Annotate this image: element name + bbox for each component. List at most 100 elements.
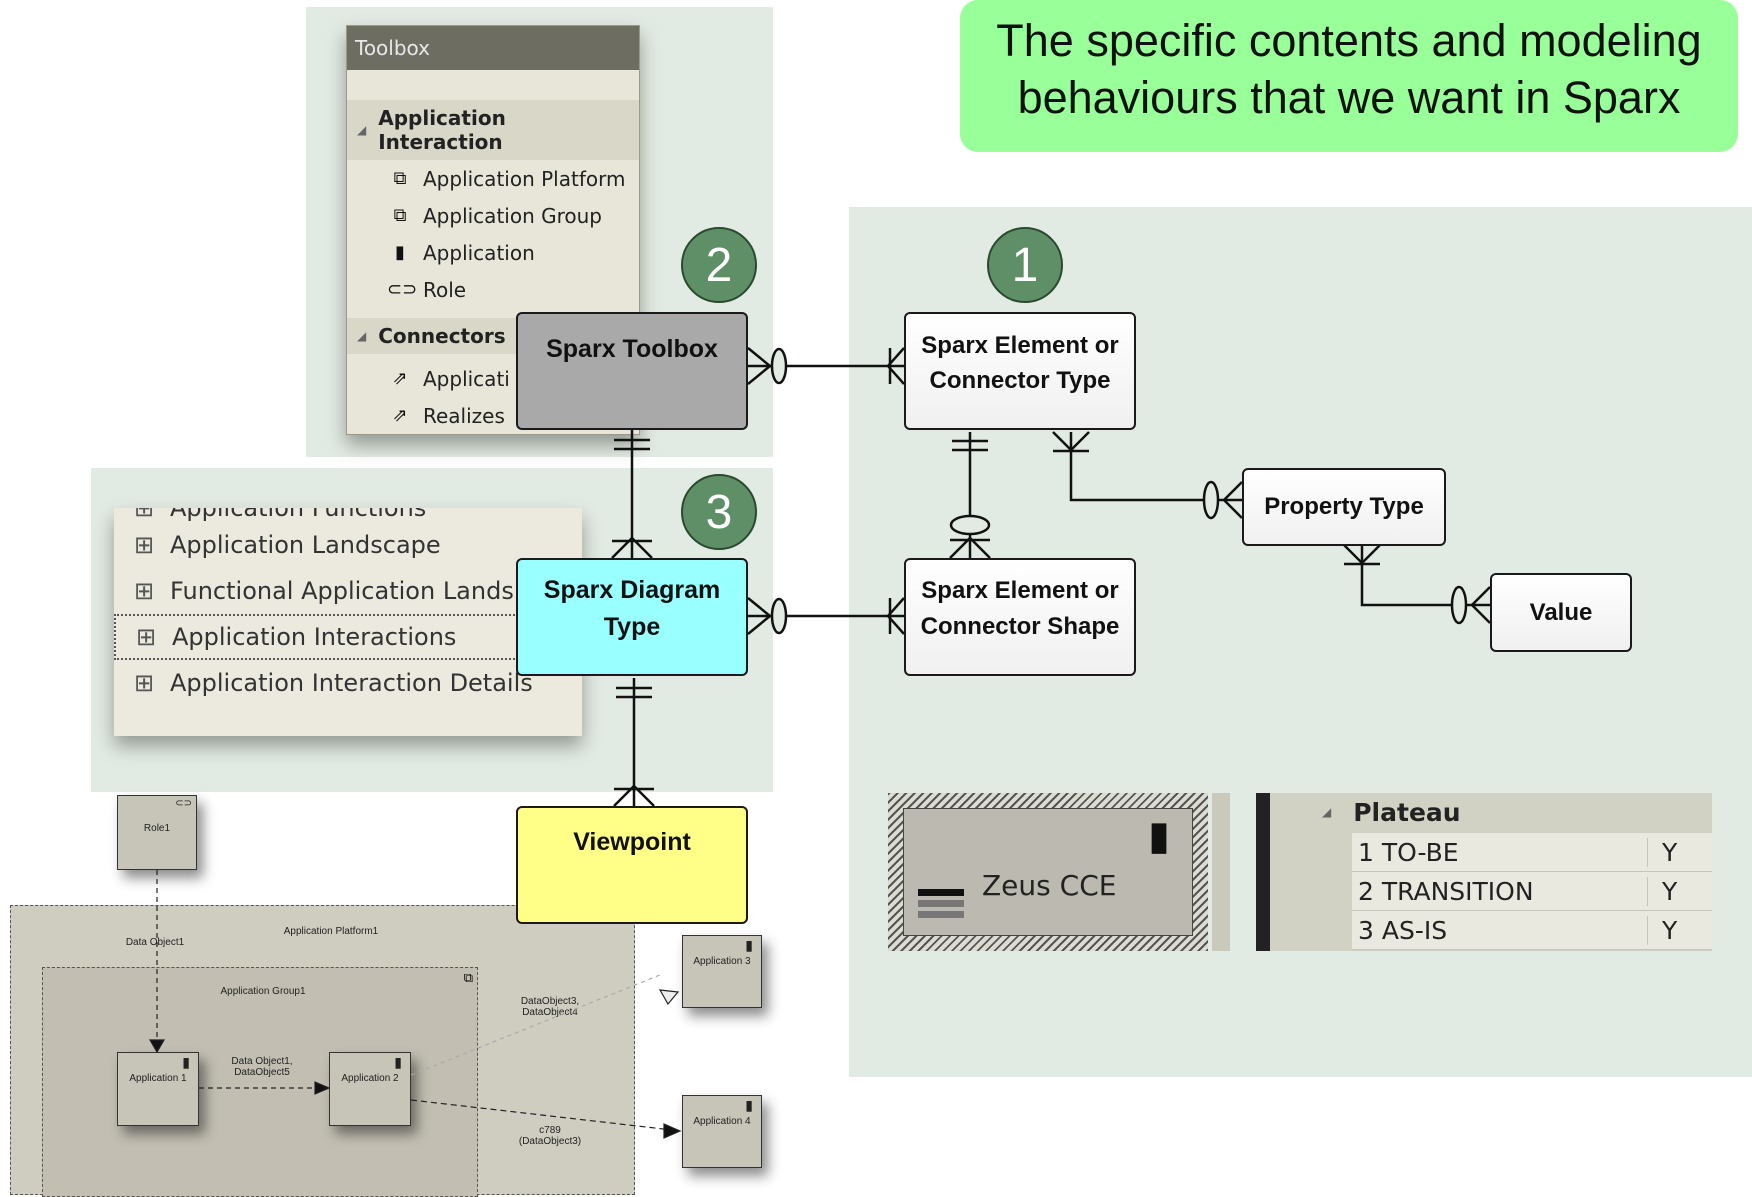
entity-label-line: Sparx Element or bbox=[921, 577, 1119, 604]
role-icon: ⊂⊃ bbox=[387, 279, 418, 300]
callout-note: The specific contents and modeling behav… bbox=[960, 0, 1738, 152]
collapse-triangle-icon[interactable]: ◢ bbox=[357, 123, 367, 137]
entity-property-type[interactable]: Property Type bbox=[1242, 468, 1446, 546]
entity-label: Value bbox=[1529, 598, 1593, 626]
flow-label-2-4: c789 (DataObject3) bbox=[500, 1125, 600, 1147]
role-label: Role1 bbox=[143, 823, 171, 834]
flow-label-line: (DataObject3) bbox=[518, 1136, 582, 1147]
group-label: Application Group1 bbox=[220, 986, 306, 997]
diagram-list-label: Application Landscape bbox=[170, 531, 441, 559]
plateau-table: ◢ Plateau 1 TO-BE Y 2 TRANSITION Y 3 AS-… bbox=[1270, 793, 1712, 951]
diagram-icon: ⊞ bbox=[133, 531, 155, 559]
toolbox-item-role[interactable]: ⊂⊃ Role bbox=[347, 271, 639, 308]
diagram-list-label: Application Interactions bbox=[172, 623, 457, 651]
plateau-row-name: 1 TO-BE bbox=[1358, 837, 1459, 867]
entity-label: Viewpoint bbox=[573, 827, 691, 856]
toolbox-item-application[interactable]: ▮ Application bbox=[347, 234, 639, 271]
component-icon: ⧉ bbox=[393, 168, 407, 189]
entity-element-or-connector-shape[interactable]: Sparx Element or Connector Shape bbox=[904, 558, 1136, 676]
flow-label-line: c789 bbox=[539, 1125, 561, 1136]
entity-label-line: Type bbox=[603, 613, 661, 641]
application-4-element[interactable]: ▮ Application 4 bbox=[682, 1095, 762, 1168]
toolbox-window: Toolbox ◢ Application Interaction ⧉ Appl… bbox=[346, 25, 640, 435]
diagram-list-item[interactable]: ⊞ Application Interaction Details bbox=[114, 660, 582, 706]
toolbox-group-label: Application Interaction bbox=[378, 106, 506, 154]
entity-element-or-connector-type[interactable]: Sparx Element or Connector Type bbox=[904, 312, 1136, 430]
plateau-row[interactable]: 1 TO-BE Y bbox=[1352, 833, 1712, 872]
plateau-row-flag: Y bbox=[1647, 876, 1712, 906]
flow-label-line: DataObject3, bbox=[520, 996, 580, 1007]
badge-3: 3 bbox=[681, 474, 757, 550]
flow-label-line: DataObject4 bbox=[522, 1007, 578, 1018]
diagram-list-label: Application Interaction Details bbox=[170, 669, 533, 697]
entity-label-line: Sparx Diagram bbox=[543, 576, 721, 604]
zeus-element-label: Zeus CCE bbox=[982, 869, 1117, 902]
flow-label-role: Data Object1 bbox=[125, 937, 185, 948]
collapse-triangle-icon[interactable]: ◢ bbox=[357, 329, 367, 343]
plateau-row-flag: Y bbox=[1647, 915, 1712, 945]
application-1-element[interactable]: ▮ Application 1 bbox=[117, 1052, 199, 1126]
entity-label-line: Connector Type bbox=[929, 367, 1111, 394]
diagram-icon: ⊞ bbox=[133, 577, 155, 605]
diagram-list-item-selected[interactable]: ⊞ Application Interactions bbox=[114, 614, 582, 660]
toolbox-item-label: Application bbox=[423, 240, 535, 265]
diagram-list-label: Application Functions bbox=[170, 508, 427, 522]
plateau-row-name: 2 TRANSITION bbox=[1358, 876, 1534, 906]
application-icon: ▮ bbox=[394, 1054, 402, 1070]
toolbox-item-application-platform[interactable]: ⧉ Application Platform bbox=[347, 160, 639, 197]
plateau-header[interactable]: ◢ Plateau bbox=[1270, 793, 1712, 831]
plateau-row[interactable]: 2 TRANSITION Y bbox=[1352, 872, 1712, 911]
flow-label-line: DataObject5 bbox=[234, 1067, 290, 1078]
entity-viewpoint[interactable]: Viewpoint bbox=[516, 806, 748, 924]
splitter-bar[interactable] bbox=[1212, 793, 1230, 951]
diagram-list-item[interactable]: ⊞ Application Landscape bbox=[114, 522, 582, 568]
realizes-arrow-icon: ⇗ bbox=[392, 405, 408, 426]
app-label: Application 3 bbox=[693, 956, 751, 967]
entity-label: Sparx Toolbox bbox=[546, 334, 718, 363]
entity-label-line: Sparx Element or bbox=[921, 332, 1119, 359]
app-label: Application 1 bbox=[129, 1073, 187, 1084]
entity-label-line: Connector Shape bbox=[920, 613, 1120, 640]
application-icon: ▮ bbox=[745, 937, 753, 953]
diagram-list-window: ⊞ Application Functions ⊞ Application La… bbox=[114, 508, 582, 736]
entity-label: Property Type bbox=[1264, 493, 1424, 520]
toolbox-item-realizes[interactable]: ⇗ Realizes bbox=[347, 397, 639, 434]
flow-label-1-2: Data Object1, DataObject5 bbox=[212, 1056, 312, 1078]
toolbox-item-label: Realizes bbox=[423, 403, 505, 428]
collapse-triangle-icon[interactable]: ◢ bbox=[1322, 805, 1332, 819]
entity-sparx-diagram-type[interactable]: Sparx Diagram Type bbox=[516, 558, 748, 676]
flow-arrow-icon: ⇗ bbox=[392, 368, 408, 389]
diagram-icon: ⊞ bbox=[133, 508, 155, 522]
application-icon: ▮ bbox=[182, 1054, 190, 1070]
flow-label-line: Data Object1, bbox=[231, 1056, 293, 1067]
diagram-list-item[interactable]: ⊞ Application Functions bbox=[114, 508, 582, 522]
plateau-row[interactable]: 3 AS-IS Y bbox=[1352, 911, 1712, 950]
component-icon: ⧉ bbox=[393, 205, 407, 226]
stacked-bars-icon bbox=[918, 889, 964, 918]
splitter-bar-dark bbox=[1256, 793, 1270, 951]
entity-value[interactable]: Value bbox=[1490, 573, 1632, 652]
app-label: Application 2 bbox=[341, 1073, 399, 1084]
toolbox-item-flow[interactable]: ⇗ Applicati bbox=[347, 360, 639, 397]
diagram-list-item[interactable]: ⊞ Functional Application Lands bbox=[114, 568, 582, 614]
toolbox-group-application-interaction[interactable]: ◢ Application Interaction bbox=[347, 100, 639, 160]
application-icon: ▮ bbox=[745, 1097, 753, 1113]
plateau-row-name: 3 AS-IS bbox=[1358, 915, 1448, 945]
diagram-list-label: Functional Application Lands bbox=[170, 577, 514, 605]
role-element[interactable]: ⊂⊃ Role1 bbox=[117, 795, 197, 870]
toolbox-item-application-group[interactable]: ⧉ Application Group bbox=[347, 197, 639, 234]
component-icon: ⧉ bbox=[463, 970, 473, 985]
entity-sparx-toolbox[interactable]: Sparx Toolbox bbox=[516, 312, 748, 430]
application-3-element[interactable]: ▮ Application 3 bbox=[682, 935, 762, 1008]
app-label: Application 4 bbox=[693, 1116, 751, 1127]
zeus-element[interactable]: ▮ Zeus CCE bbox=[903, 808, 1193, 936]
toolbox-item-label: Application Group bbox=[423, 203, 602, 228]
toolbox-item-label: Application Platform bbox=[423, 166, 626, 191]
badge-1: 1 bbox=[987, 227, 1063, 303]
badge-2: 2 bbox=[681, 227, 757, 303]
role-icon: ⊂⊃ bbox=[175, 798, 192, 809]
flow-label-2-3: DataObject3, DataObject4 bbox=[500, 996, 600, 1018]
application-2-element[interactable]: ▮ Application 2 bbox=[329, 1052, 411, 1126]
application-icon: ▮ bbox=[1147, 814, 1170, 858]
